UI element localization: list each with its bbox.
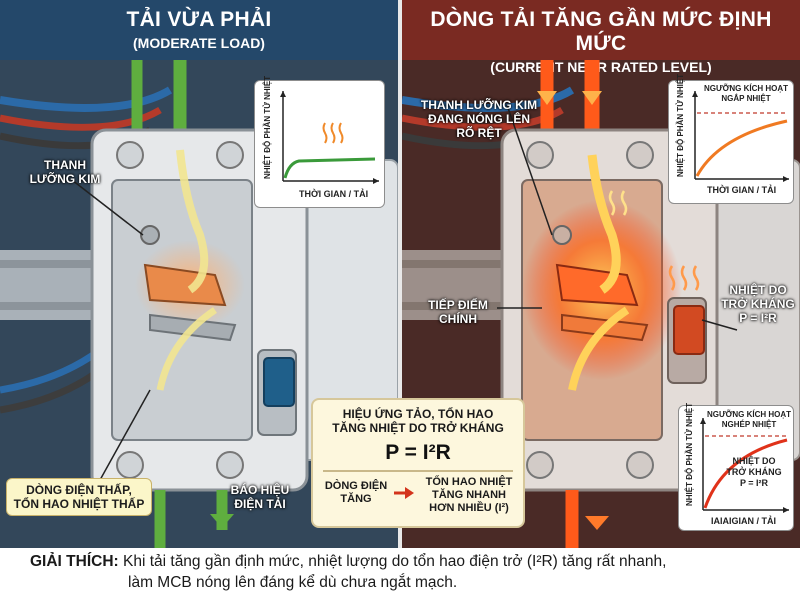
left-temperature-curve [283,157,376,179]
left-subtitle: (MODERATE LOAD) [133,35,265,51]
screw [216,451,244,479]
down-arrow-icon [210,514,234,528]
left-current-label: DÒNG ĐIỆN THẤP, TỔN HAO NHIỆT THẤP [6,478,152,516]
heat-waves-icon [668,265,700,291]
left-breaker-illustration [0,60,398,548]
formula-title: HIỆU ỨNG TẢO, TỔN HAO TĂNG NHIỆT DO TRỞ … [332,407,504,435]
screw [116,451,144,479]
rising-temperature-curve [703,438,788,509]
red-toggle [673,305,705,355]
right-bimetal-label: THANH LƯỠNG KIM ĐANG NÓNG LÊN RÕ RỆT [420,98,538,140]
heat-waves-icon [322,122,344,144]
screw [626,141,654,169]
left-header: TẢI VỪA PHẢI (MODERATE LOAD) [0,0,398,60]
right-chart-1-plot [692,91,789,182]
right-chart-1-ylabel: NHIỆT ĐỘ PHẦN TỬ NHIỆT [676,73,685,177]
right-chart-2-ylabel: NHIỆT ĐỘ PHẦN TỬ NHIỆT [685,402,694,506]
explanation-line-2: làm MCB nóng lên đáng kể dù chưa ngắt mạ… [128,574,458,591]
right-breaker-illustration [402,60,800,548]
current-path [587,154,621,294]
formula-text: P = I²R [385,441,451,464]
right-contact-label: TIẾP ĐIỂM CHÍNH [428,298,488,326]
right-header: DÒNG TẢI TĂNG GẦN MỨC ĐỊNH MỨC (CURRENT … [402,0,800,75]
explanation-text-1: Khi tải tăng gần định mức, nhiệt lượng d… [123,553,667,570]
formula-cause: DÒNG ĐIỆN TĂNG [324,480,388,505]
right-chart-2-plot [700,418,789,513]
right-heat-label: NHIỆT DO TRỞ KHÁNG P = I²R [721,283,795,325]
blue-toggle [263,357,295,407]
right-temperature-chart-1: NGƯỠNG KÍCH HOẠT NGẮP NHIỆT NHIỆT ĐỘ PHẦ… [668,74,794,204]
left-chart-plot [280,91,379,184]
right-chart-2-xlabel: IAIAIGIAN / TẢI [711,516,776,526]
rising-temperature-curve [695,119,788,177]
left-title: TẢI VỪA PHẢI [126,8,272,31]
right-chart-2-annotation: NHIỆT DO TRỞ KHÁNG P = I²R [726,456,782,488]
explanation-label: GIẢI THÍCH: [30,553,119,570]
screw [526,141,554,169]
down-arrow-icon [585,516,609,530]
left-signal-label: BÁO HIỆU ĐIỆN TẢI [230,483,290,511]
right-arrow-icon [394,487,414,499]
right-title: DÒNG TẢI TĂNG GẦN MỨC ĐỊNH MỨC [430,8,772,55]
explanation-footer: GIẢI THÍCH: Khi tải tăng gần định mức, n… [0,548,800,597]
right-chart-1-xlabel: THỜI GIAN / TẢI [707,185,777,195]
left-chart-ylabel: NHIỆT ĐỘ PHẦN TỬ NHIỆT [263,75,272,179]
right-temperature-chart-2: NGƯỠNG KÍCH HOẠT NGHÉP NHIỆT NHIỆT DO TR… [678,402,794,531]
formula-divider [323,470,513,472]
left-panel: TẢI VỪA PHẢI (MODERATE LOAD) [0,0,398,548]
right-chart-1-threshold: NGƯỠNG KÍCH HOẠT NGẮP NHIỆT [703,84,789,103]
current-path [176,149,209,294]
right-panel: DÒNG TẢI TĂNG GẦN MỨC ĐỊNH MỨC (CURRENT … [402,0,800,548]
left-chart-xlabel: THỜI GIAN / TẢI [299,189,369,199]
screw [526,451,554,479]
explanation-line-1: GIẢI THÍCH: Khi tải tăng gần định mức, n… [30,553,666,571]
left-bimetal-label: THANH LƯỠNG KIM [29,158,101,186]
panel-divider [398,0,402,548]
down-arrow-icon [582,91,602,105]
formula-effect: TỔN HAO NHIỆT TĂNG NHANH HƠN NHIỀU (I²) [425,476,513,514]
screw [116,141,144,169]
screw [626,451,654,479]
heat-waves-icon [608,190,628,216]
formula-callout: HIỆU ỨNG TẢO, TỔN HAO TĂNG NHIỆT DO TRỞ … [311,398,525,528]
right-chart-2-threshold: NGƯỠNG KÍCH HOẠT NGHÉP NHIỆT [706,410,792,429]
left-temperature-chart: NHIỆT ĐỘ PHẦN TỬ NHIỆT THỜI GIAN / TẢI [254,76,385,208]
down-arrow-icon [537,91,557,105]
screw [216,141,244,169]
